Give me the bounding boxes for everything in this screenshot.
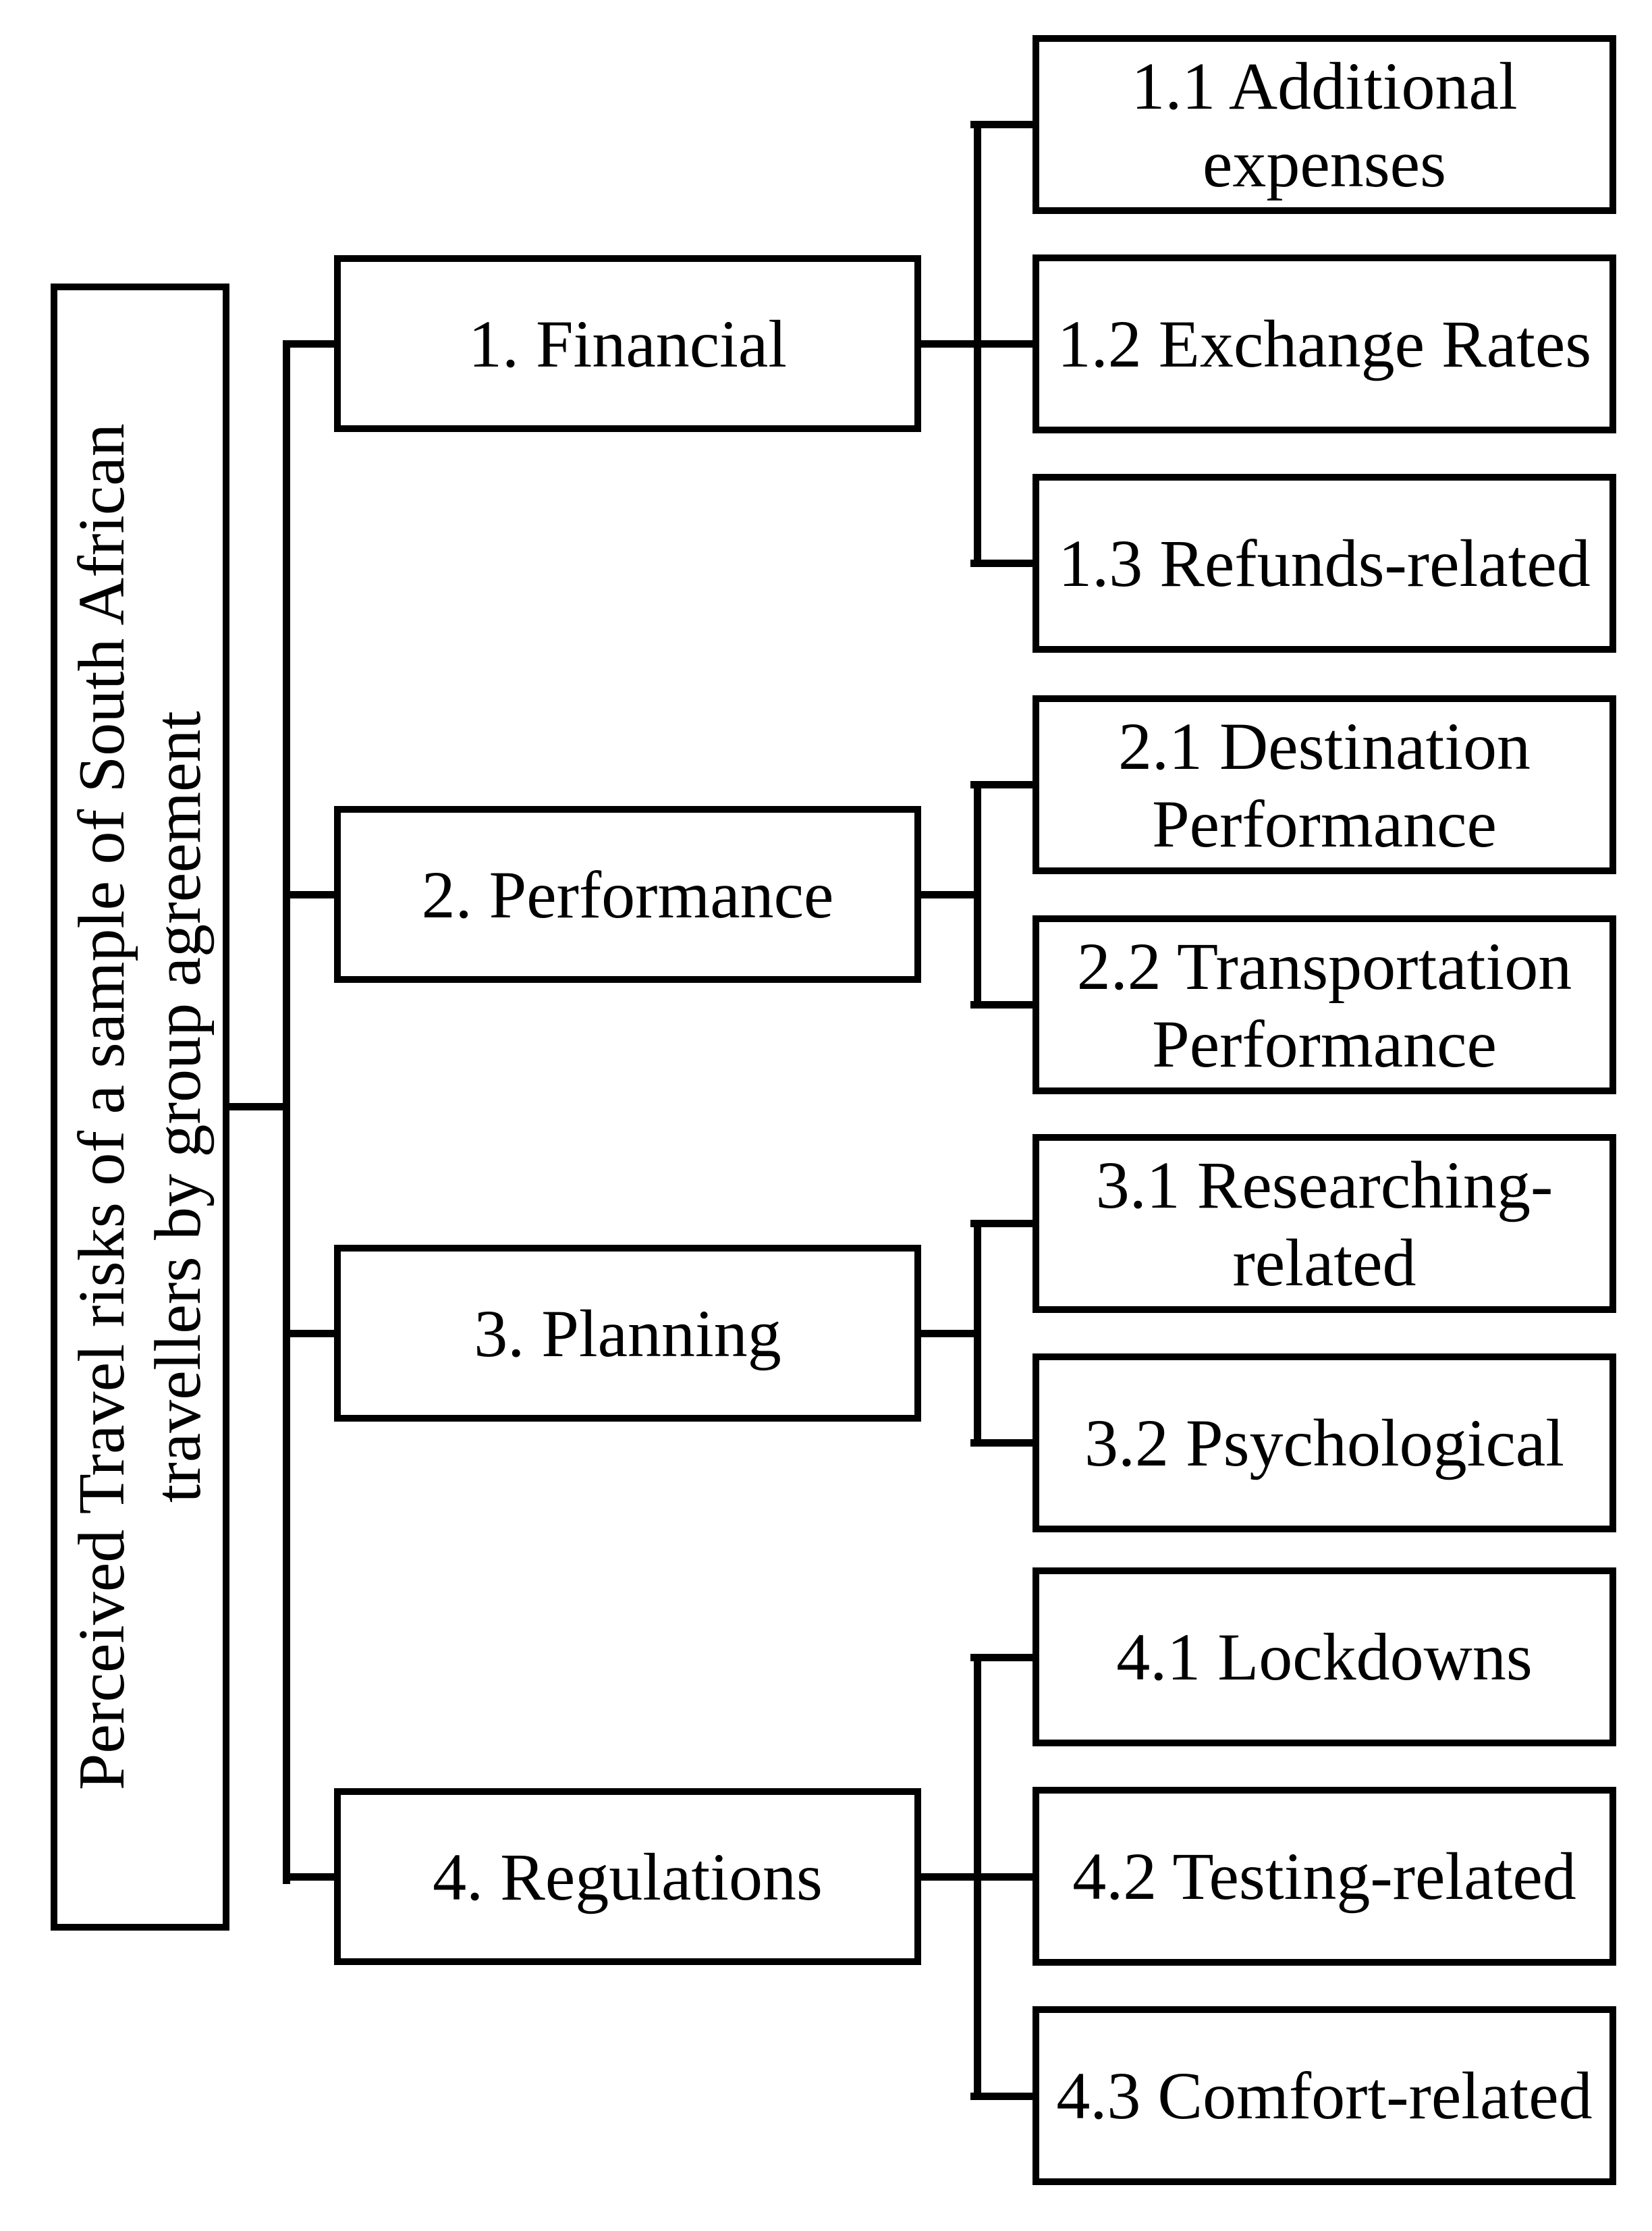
subcategory-label-testing-related: 4.2 Testing-related <box>1072 1839 1576 1914</box>
root-node-box: Perceived Travel risks of a sample of So… <box>51 284 229 1931</box>
root-node-label: Perceived Travel risks of a sample of So… <box>64 424 216 1791</box>
connector-to-lockdowns <box>970 1654 1036 1661</box>
subcategory-box-comfort-related: 4.3 Comfort-related <box>1032 2006 1616 2185</box>
subcategory-label-line: 2.1 Destination <box>1118 708 1531 784</box>
subcategory-label-transportation-performance: 2.2 Transportation Performance <box>1077 928 1572 1083</box>
connector-to-psychological <box>970 1439 1036 1447</box>
subcategory-box-researching-related: 3.1 Researching- related <box>1032 1134 1616 1313</box>
category-label-regulations: 4. Regulations <box>433 1839 823 1914</box>
category-label-financial: 1. Financial <box>468 306 788 381</box>
subcategory-label-line: 2.2 Transportation <box>1076 928 1572 1004</box>
subcategory-box-testing-related: 4.2 Testing-related <box>1032 1787 1616 1966</box>
subcategory-label-line: Performance <box>1152 1006 1497 1081</box>
subcategory-label-destination-performance: 2.1 Destination Performance <box>1118 707 1531 863</box>
subcategory-label-line: expenses <box>1203 126 1446 201</box>
subcategory-label-line: 1.1 Additional <box>1131 48 1518 124</box>
connector-to-performance <box>283 891 341 898</box>
category-box-financial: 1. Financial <box>334 255 921 432</box>
subcategory-box-destination-performance: 2.1 Destination Performance <box>1032 695 1616 874</box>
category-box-performance: 2. Performance <box>334 806 921 983</box>
subcategory-box-psychological: 3.2 Psychological <box>1032 1353 1616 1532</box>
root-label-line-2: travellers by group agreement <box>141 711 215 1503</box>
subcategory-label-line: related <box>1232 1225 1416 1300</box>
subcategory-box-additional-expenses: 1.1 Additional expenses <box>1032 35 1616 214</box>
subcategory-label-researching-related: 3.1 Researching- related <box>1096 1146 1553 1301</box>
connector-root-trunk <box>283 340 290 1884</box>
connector-to-financial <box>283 340 341 348</box>
connector-planning-trunk <box>974 1220 981 1447</box>
subcategory-box-transportation-performance: 2.2 Transportation Performance <box>1032 915 1616 1094</box>
root-label-line-1: Perceived Travel risks of a sample of So… <box>65 423 138 1791</box>
subcategory-box-refunds-related: 1.3 Refunds-related <box>1032 474 1616 653</box>
subcategory-box-lockdowns: 4.1 Lockdowns <box>1032 1567 1616 1746</box>
connector-financial-trunk <box>974 121 981 567</box>
connector-performance-stub <box>918 891 981 898</box>
connector-regulations-trunk <box>974 1654 981 2100</box>
connector-to-additional-expenses <box>970 121 1036 128</box>
subcategory-label-line: Performance <box>1152 786 1497 861</box>
connector-root-stub <box>226 1103 287 1110</box>
category-label-performance: 2. Performance <box>421 857 834 932</box>
subcategory-label-comfort-related: 4.3 Comfort-related <box>1056 2058 1593 2133</box>
connector-to-refunds-related <box>970 560 1036 567</box>
category-box-regulations: 4. Regulations <box>334 1788 921 1965</box>
category-box-planning: 3. Planning <box>334 1245 921 1422</box>
subcategory-label-lockdowns: 4.1 Lockdowns <box>1116 1619 1533 1694</box>
connector-to-destination-performance <box>970 781 1036 788</box>
subcategory-label-exchange-rates: 1.2 Exchange Rates <box>1057 306 1592 381</box>
subcategory-label-additional-expenses: 1.1 Additional expenses <box>1131 47 1517 203</box>
connector-planning-stub <box>918 1330 981 1337</box>
connector-performance-trunk <box>974 781 981 1009</box>
connector-to-transportation-performance <box>970 1001 1036 1009</box>
connector-to-researching-related <box>970 1220 1036 1227</box>
category-label-planning: 3. Planning <box>474 1295 781 1371</box>
connector-to-comfort-related <box>970 2093 1036 2100</box>
subcategory-label-psychological: 3.2 Psychological <box>1084 1405 1565 1480</box>
subcategory-label-line: 3.1 Researching- <box>1095 1147 1553 1222</box>
subcategory-label-refunds-related: 1.3 Refunds-related <box>1058 526 1591 601</box>
connector-to-regulations <box>283 1873 341 1881</box>
connector-to-planning <box>283 1330 341 1337</box>
subcategory-box-exchange-rates: 1.2 Exchange Rates <box>1032 254 1616 433</box>
